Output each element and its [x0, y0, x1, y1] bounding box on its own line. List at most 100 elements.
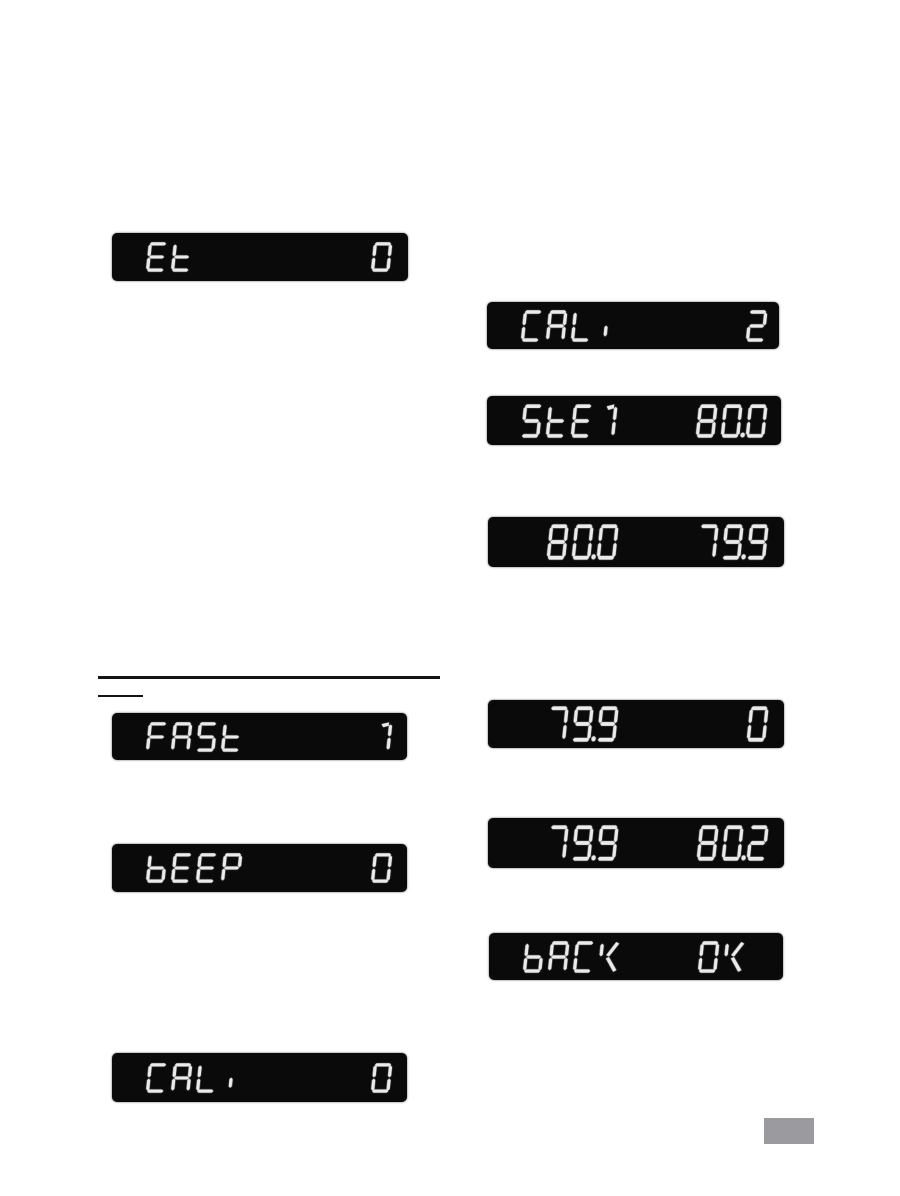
lcd-char-A: [546, 309, 568, 339]
lcd-char-9: [597, 825, 619, 861]
lcd-digit-row: [496, 524, 776, 560]
lcd-char-blank: [521, 524, 550, 560]
lcd-char-K: [724, 941, 745, 972]
lcd-char-blank: [646, 825, 675, 861]
lcd-char-K: [599, 941, 620, 972]
lcd-char-F: [146, 721, 167, 750]
lcd-char-blank: [295, 1063, 323, 1093]
lcd-char-9-dot: [572, 825, 596, 861]
lcd-char-blank: [671, 706, 700, 742]
lcd-char-blank: [671, 825, 700, 861]
lcd-char-A: [171, 721, 193, 750]
lcd-char-E: [196, 853, 217, 883]
lcd-char-blank: [320, 722, 348, 752]
lcd-char-blank: [521, 706, 550, 742]
lcd-char-2: [746, 309, 768, 342]
lcd-char-t: [171, 244, 190, 272]
lcd-char-blank: [120, 722, 148, 752]
lcd-digit-row: [496, 706, 776, 742]
lcd-char-A: [548, 940, 570, 970]
lcd-char-blank: [696, 706, 725, 742]
lcd-char-blank: [521, 825, 550, 861]
section-divider-line: [98, 676, 440, 679]
lcd-char-blank: [245, 242, 273, 272]
lcd-digit-row: [120, 853, 398, 883]
lcd-char-2: [746, 825, 769, 861]
lcd-char-1: [606, 403, 618, 435]
lcd-char-blank: [670, 310, 698, 342]
lcd-display-back-ok: [489, 933, 783, 980]
lcd-char-blank: [120, 242, 148, 272]
lcd-display-800-799: [488, 517, 784, 567]
lcd-char-blank: [695, 310, 723, 342]
lcd-char-C: [146, 1062, 167, 1093]
lcd-display-799-0: [488, 700, 784, 748]
lcd-digit-row: [120, 1062, 398, 1093]
lcd-char-blank: [672, 941, 700, 973]
lcd-char-E: [146, 242, 167, 272]
lcd-char-blank: [320, 1063, 348, 1093]
lcd-char-blank: [647, 941, 675, 973]
lcd-char-b: [146, 855, 166, 883]
lcd-char-blank: [747, 941, 775, 973]
lcd-display-cali-0: [112, 1053, 407, 1102]
heading-underline: [98, 695, 143, 697]
lcd-char-t: [545, 406, 565, 438]
lcd-char-0-dot: [720, 403, 745, 438]
lcd-char-L: [571, 312, 589, 342]
lcd-char-blank: [120, 853, 148, 883]
lcd-char-blank: [646, 706, 675, 742]
lcd-char-blank: [295, 242, 323, 272]
lcd-char-blank: [495, 404, 524, 438]
lcd-char-t: [221, 723, 240, 752]
lcd-char-blank: [270, 722, 298, 752]
lcd-char-0: [371, 242, 393, 272]
lcd-char-7: [551, 825, 569, 859]
lcd-char-C: [573, 940, 594, 973]
lcd-display-799-802: [488, 818, 784, 868]
lcd-digit-row: [495, 309, 770, 342]
lcd-char-L: [196, 1064, 214, 1093]
lcd-display-fast-1: [112, 713, 407, 760]
lcd-char-blank: [270, 242, 298, 272]
lcd-char-A: [171, 1062, 193, 1091]
lcd-char-1: [381, 721, 393, 750]
lcd-char-blank: [495, 310, 523, 342]
lcd-display-et-0: [112, 233, 408, 281]
lcd-char-blank: [220, 242, 248, 272]
lcd-char-blank: [620, 404, 649, 438]
lcd-digit-row: [120, 242, 399, 272]
lcd-char-blank: [295, 722, 323, 752]
lcd-char-0: [371, 1062, 393, 1093]
lcd-char-blank: [620, 310, 648, 342]
lcd-char-0-dot: [571, 524, 596, 560]
lcd-char-0: [745, 403, 768, 438]
lcd-char-blank: [496, 524, 525, 560]
lcd-char-blank: [245, 853, 273, 883]
lcd-char-9: [747, 524, 769, 560]
lcd-char-i: [603, 325, 608, 336]
lcd-display-cali-2: [487, 302, 779, 349]
lcd-char-blank: [671, 524, 700, 560]
lcd-char-blank: [320, 853, 348, 883]
lcd-digit-row: [496, 825, 776, 861]
page-number-marker: [764, 1118, 814, 1144]
lcd-char-S: [521, 403, 542, 438]
lcd-char-blank: [621, 524, 650, 560]
lcd-digit-row: [495, 403, 773, 438]
lcd-char-blank: [646, 524, 675, 560]
lcd-char-0: [746, 706, 769, 742]
lcd-char-C: [521, 309, 542, 342]
lcd-char-9: [597, 706, 619, 742]
lcd-char-P: [221, 853, 243, 881]
lcd-char-8: [696, 825, 719, 861]
lcd-char-blank: [195, 242, 223, 272]
lcd-char-blank: [120, 1063, 148, 1093]
lcd-char-blank: [645, 310, 673, 342]
lcd-char-blank: [645, 404, 674, 438]
lcd-char-E: [570, 403, 592, 438]
lcd-char-blank: [345, 853, 373, 883]
lcd-char-0: [371, 853, 393, 883]
lcd-char-9-dot: [722, 524, 746, 560]
